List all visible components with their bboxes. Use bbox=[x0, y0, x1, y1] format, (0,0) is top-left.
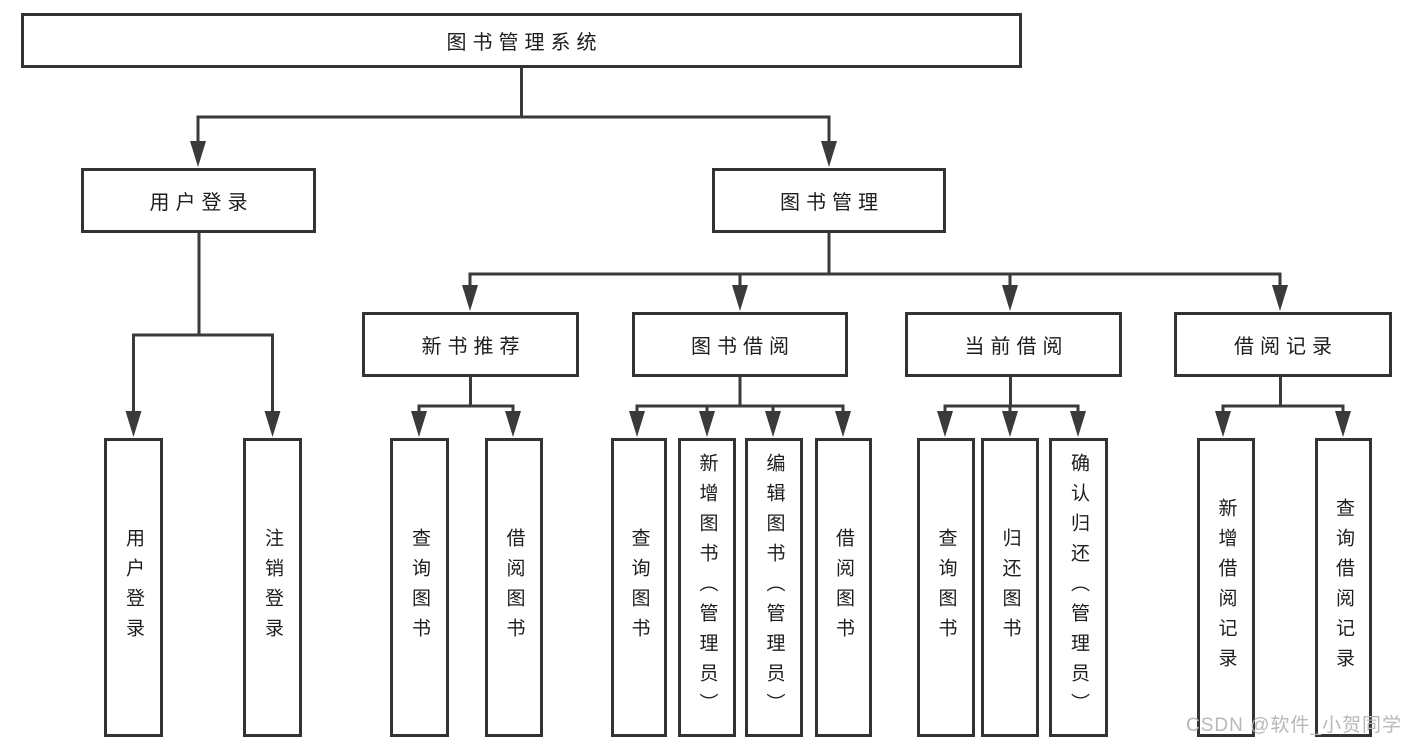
node-new-book-recommend-label: 新书推荐 bbox=[421, 336, 526, 358]
node-user-login-label: 用户登录 bbox=[149, 192, 254, 214]
arrow-down-icon bbox=[765, 411, 781, 437]
leaf-add-borrow-record: 新增借阅记录 bbox=[1197, 438, 1255, 737]
node-current-borrow-label: 当前借阅 bbox=[964, 336, 1069, 358]
arrow-down-icon bbox=[1215, 411, 1231, 437]
node-borrow-records: 借阅记录 bbox=[1174, 312, 1392, 377]
leaf-return-books-label: 归还图书 bbox=[999, 527, 1021, 648]
leaf-return-books: 归还图书 bbox=[981, 438, 1039, 737]
leaf-logout: 注销登录 bbox=[243, 438, 302, 737]
leaf-query-books-current-label: 查询图书 bbox=[935, 527, 957, 648]
leaf-add-books-admin: 新增图书（管理员） bbox=[678, 438, 736, 737]
csdn-watermark: CSDN @软件_小贺同学 bbox=[1186, 715, 1402, 736]
arrow-down-icon bbox=[1335, 411, 1351, 437]
arrow-down-icon bbox=[411, 411, 427, 437]
connector-current-borrow bbox=[943, 375, 1080, 414]
arrow-down-icon bbox=[505, 411, 521, 437]
leaf-borrow-books-label: 借阅图书 bbox=[833, 527, 854, 648]
connector-book-management bbox=[468, 231, 1282, 289]
leaf-query-books-borrow-label: 查询图书 bbox=[628, 527, 650, 648]
leaf-confirm-return-admin-label: 确认归还（管理员） bbox=[1068, 452, 1089, 723]
arrow-down-icon bbox=[1070, 411, 1086, 437]
leaf-add-books-admin-label: 新增图书（管理员） bbox=[696, 452, 718, 723]
arrow-down-icon bbox=[1002, 285, 1018, 311]
arrow-down-icon bbox=[264, 411, 281, 437]
leaf-add-borrow-record-label: 新增借阅记录 bbox=[1215, 497, 1237, 678]
leaf-user-login-label: 用户登录 bbox=[123, 527, 144, 648]
arrow-down-icon bbox=[190, 141, 206, 167]
leaf-query-borrow-record-label: 查询借阅记录 bbox=[1333, 497, 1354, 678]
connector-borrow-records bbox=[1221, 375, 1345, 414]
leaf-confirm-return-admin: 确认归还（管理员） bbox=[1049, 438, 1108, 737]
leaf-borrow-books: 借阅图书 bbox=[815, 438, 872, 737]
node-borrow-records-label: 借阅记录 bbox=[1234, 336, 1338, 358]
node-new-book-recommend: 新书推荐 bbox=[362, 312, 579, 377]
arrow-down-icon bbox=[462, 285, 478, 311]
leaf-borrow-books-recommend: 借阅图书 bbox=[485, 438, 543, 737]
node-book-borrow: 图书借阅 bbox=[632, 312, 848, 377]
arrow-down-icon bbox=[937, 411, 953, 437]
leaf-query-books-current: 查询图书 bbox=[917, 438, 975, 737]
leaf-query-books-recommend-label: 查询图书 bbox=[409, 527, 430, 648]
leaf-query-books-borrow: 查询图书 bbox=[611, 438, 667, 737]
node-book-management-label: 图书管理 bbox=[780, 192, 884, 214]
node-current-borrow: 当前借阅 bbox=[905, 312, 1122, 377]
arrow-down-icon bbox=[699, 411, 715, 437]
node-user-login: 用户登录 bbox=[81, 168, 316, 233]
arrow-down-icon bbox=[821, 141, 837, 167]
arrow-down-icon bbox=[629, 411, 645, 437]
arrow-down-icon bbox=[1002, 411, 1018, 437]
node-book-borrow-label: 图书借阅 bbox=[691, 336, 795, 358]
arrowheads bbox=[125, 141, 1351, 437]
leaf-query-borrow-record: 查询借阅记录 bbox=[1315, 438, 1372, 737]
arrow-down-icon bbox=[835, 411, 851, 437]
arrow-down-icon bbox=[1272, 285, 1288, 311]
node-book-management: 图书管理 bbox=[712, 168, 946, 233]
leaf-query-books-recommend: 查询图书 bbox=[390, 438, 449, 737]
node-root-label: 图书管理系统 bbox=[446, 32, 603, 54]
arrow-down-icon bbox=[732, 285, 748, 311]
leaf-logout-label: 注销登录 bbox=[262, 527, 283, 648]
leaf-user-login: 用户登录 bbox=[104, 438, 163, 737]
arrow-down-icon bbox=[125, 411, 142, 437]
leaf-borrow-books-recommend-label: 借阅图书 bbox=[503, 527, 525, 648]
leaf-edit-books-admin: 编辑图书（管理员） bbox=[745, 438, 803, 737]
connector-new-book-recommend bbox=[417, 375, 515, 414]
connector-book-borrow bbox=[635, 375, 845, 414]
node-root: 图书管理系统 bbox=[21, 13, 1022, 68]
connector-user-login bbox=[132, 231, 274, 414]
leaf-edit-books-admin-label: 编辑图书（管理员） bbox=[763, 452, 785, 723]
connector-root bbox=[196, 66, 831, 144]
